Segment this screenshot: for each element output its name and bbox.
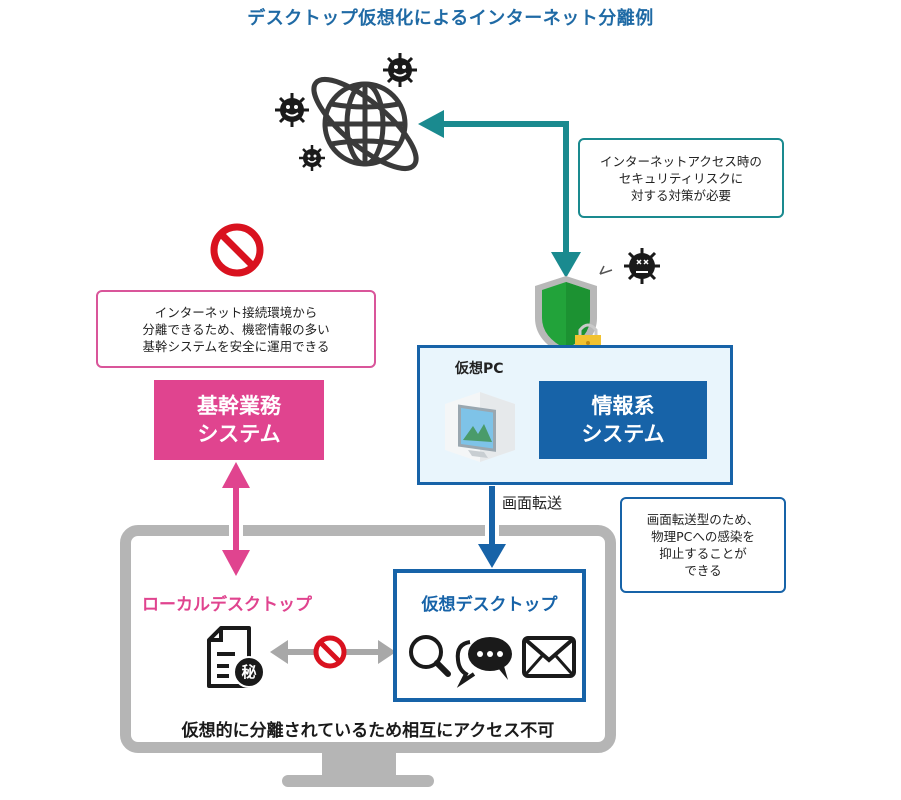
note-line: 画面転送型のため、: [646, 512, 760, 527]
search-icon: [409, 635, 451, 677]
chat-icon: [455, 637, 512, 688]
info-system-box: 情報系 システム: [539, 381, 707, 459]
note-line: できる: [684, 563, 722, 578]
secret-badge: 秘: [241, 663, 257, 681]
globe-icon: [311, 77, 419, 171]
virus-icon: [383, 53, 417, 87]
info-system-label-line1: 情報系: [591, 394, 655, 418]
virus-icon: [624, 248, 660, 284]
virus-icon: [299, 145, 325, 171]
screen-transfer-note: 画面転送型のため、 物理PCへの感染を 抑止することが できる: [620, 497, 786, 593]
secret-document-icon: [207, 626, 265, 688]
info-system-label-line2: システム: [581, 422, 665, 446]
note-line: 基幹システムを安全に運用できる: [142, 338, 330, 354]
screen-transfer-label: 画面転送: [502, 494, 563, 512]
mail-icon: [522, 636, 576, 678]
virtual-pc-label: 仮想PC: [455, 361, 504, 377]
deflect-mark: [599, 265, 613, 275]
access-arrowhead-left: [270, 640, 288, 664]
blocked-access-indicator: [270, 635, 396, 669]
core-system-note: インターネット接続環境から 分離できるため、機密情報の多い 基幹システムを安全に…: [96, 290, 376, 368]
prohibited-icon: [210, 223, 264, 277]
access-arrowhead-right: [378, 640, 396, 664]
virtual-desktop-label: 仮想デスクトップ: [421, 595, 558, 615]
note-line: 対する対策が必要: [630, 187, 731, 203]
prohibited-icon: [313, 635, 347, 669]
monitor-base: [282, 775, 434, 787]
security-illustration: [535, 248, 660, 356]
pink-arrowhead-up: [222, 462, 250, 488]
virtual-desktop-apps: [409, 635, 576, 688]
internet-illustration: [275, 53, 419, 171]
shield-icon: [535, 276, 597, 356]
core-business-system-box: 基幹業務 システム: [154, 380, 324, 460]
teal-arrowhead-down: [551, 252, 581, 278]
virtual-desktop-box: [393, 569, 586, 702]
teal-arrowhead-left: [418, 110, 444, 138]
diagram-title: デスクトップ仮想化によるインターネット分離例: [247, 8, 654, 29]
core-system-label-line1: 基幹業務: [197, 394, 281, 418]
teal-connector-line: [440, 121, 569, 258]
virtual-pc-monitor-icon: [445, 392, 515, 462]
core-system-label-line2: システム: [197, 422, 281, 446]
note-line: インターネット接続環境から: [154, 304, 318, 320]
note-line: インターネットアクセス時の: [600, 153, 762, 169]
note-line: 分離できるため、機密情報の多い: [142, 321, 330, 337]
note-line: 物理PCへの感染を: [651, 529, 755, 544]
local-desktop-label: ローカルデスクトップ: [142, 595, 312, 615]
virus-icon: [275, 93, 309, 127]
isolation-caption: 仮想的に分離されているため相互にアクセス不可: [181, 721, 555, 741]
note-line: セキュリティリスクに: [618, 170, 744, 186]
internet-risk-note: インターネットアクセス時の セキュリティリスクに 対する対策が必要: [578, 138, 784, 218]
note-line: 抑止することが: [659, 546, 747, 561]
